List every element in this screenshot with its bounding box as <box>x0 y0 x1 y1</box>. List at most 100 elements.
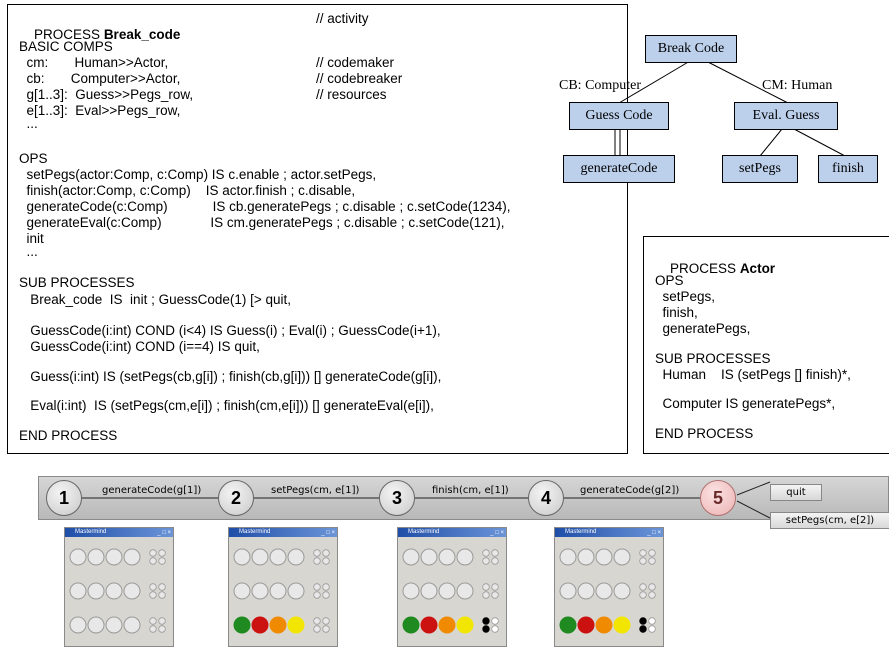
actor-end: END PROCESS <box>655 426 754 441</box>
peg-slot <box>613 616 631 634</box>
window-titlebar: Mastermind _ □ × <box>398 528 506 537</box>
feedback-peg <box>149 625 157 633</box>
state-circle-1[interactable]: 1 <box>46 480 82 516</box>
feedback-peg <box>491 557 499 565</box>
window-controls[interactable]: _ □ × <box>490 530 504 536</box>
feedback-peg <box>639 625 647 633</box>
option-setpegs-button[interactable]: setPegs(cm, e[2]) <box>770 512 889 529</box>
sub-line: GuessCode(i:int) COND (i==4) IS quit, <box>19 339 260 354</box>
peg-slot <box>69 548 87 566</box>
break-code-process-box: PROCESS Break_code // activity BASIC COM… <box>7 4 628 454</box>
state-circle-3[interactable]: 3 <box>379 480 415 516</box>
peg-slot <box>456 548 474 566</box>
feedback-peg <box>648 625 656 633</box>
option-quit-button[interactable]: quit <box>770 484 822 501</box>
feedback-peg <box>313 617 321 625</box>
peg-slot <box>233 582 251 600</box>
node-break-code: Break Code <box>645 35 737 63</box>
feedback-peg <box>322 617 330 625</box>
feedback-peg <box>491 549 499 557</box>
mastermind-board <box>69 548 166 634</box>
feedback-peg <box>648 617 656 625</box>
peg-slot <box>420 582 438 600</box>
state-circle-4[interactable]: 4 <box>528 480 564 516</box>
peg-slot <box>269 582 287 600</box>
actor-process-box: PROCESS Actor OPS setPegs, finish, gener… <box>643 236 889 454</box>
peg-slot <box>595 616 613 634</box>
feedback-peg <box>322 625 330 633</box>
actor-sub: Computer IS generatePegs*, <box>655 396 836 411</box>
feedback-peg <box>482 591 490 599</box>
peg-slot <box>456 616 474 634</box>
peg-slot <box>559 616 577 634</box>
sub-line: Guess(i:int) IS (setPegs(cb,g[i]) ; fini… <box>19 369 442 384</box>
peg-slot <box>105 548 123 566</box>
feedback-peg <box>313 591 321 599</box>
feedback-peg <box>648 549 656 557</box>
basic-comp-comment: // codebreaker <box>316 71 403 86</box>
mastermind-board <box>402 548 499 634</box>
feedback-peg <box>648 591 656 599</box>
op-line: generateEval(c:Comp) IS cm.generatePegs … <box>19 215 505 230</box>
mastermind-window: Mastermind_ □ × <box>228 527 338 647</box>
basic-comp-line: e[1..3]: Eval>>Pegs_row, <box>19 103 181 118</box>
peg-slot <box>69 616 87 634</box>
state-circle-2[interactable]: 2 <box>218 480 254 516</box>
peg-slot <box>251 616 269 634</box>
timeline-connectors <box>80 481 771 519</box>
sub-line: Break_code IS init ; GuessCode(1) [> qui… <box>19 292 292 307</box>
peg-slot <box>233 548 251 566</box>
peg-slot <box>402 582 420 600</box>
window-controls[interactable]: _ □ × <box>157 530 171 536</box>
feedback-peg <box>648 583 656 591</box>
window-title: Mastermind <box>408 529 440 535</box>
peg-slot <box>613 582 631 600</box>
window-title: Mastermind <box>565 529 597 535</box>
ellipsis: ... <box>19 244 38 259</box>
peg-slot <box>269 548 287 566</box>
feedback-peg <box>158 557 166 565</box>
peg-slot <box>251 548 269 566</box>
peg-slot <box>577 548 595 566</box>
feedback-peg <box>639 557 647 565</box>
feedback-peg <box>491 591 499 599</box>
window-titlebar: Mastermind_ □ × <box>229 528 337 537</box>
op-line: generateCode(c:Comp) IS cb.generatePegs … <box>19 199 511 214</box>
transition-label: generateCode(g[2]) <box>580 485 680 496</box>
node-set-pegs: setPegs <box>722 155 798 183</box>
node-eval-guess: Eval. Guess <box>734 102 838 130</box>
feedback-peg <box>313 557 321 565</box>
transition-label: generateCode(g[1]) <box>102 485 202 496</box>
feedback-peg <box>313 583 321 591</box>
sub-line: GuessCode(i:int) COND (i<4) IS Guess(i) … <box>19 323 441 338</box>
feedback-peg <box>313 625 321 633</box>
node-generate-code: generateCode <box>563 155 675 183</box>
mastermind-window: Mastermind _ □ × <box>397 527 507 647</box>
peg-slot <box>287 582 305 600</box>
feedback-peg <box>313 549 321 557</box>
feedback-peg <box>158 617 166 625</box>
peg-slot <box>595 582 613 600</box>
transition-label: setPegs(cm, e[1]) <box>271 485 360 496</box>
feedback-peg <box>491 617 499 625</box>
peg-slot <box>613 548 631 566</box>
peg-slot <box>251 582 269 600</box>
window-controls[interactable]: _ □ × <box>321 530 335 536</box>
feedback-peg <box>158 591 166 599</box>
feedback-peg <box>149 617 157 625</box>
feedback-peg <box>491 583 499 591</box>
node-guess-code: Guess Code <box>569 102 669 130</box>
feedback-peg <box>322 557 330 565</box>
feedback-peg <box>158 549 166 557</box>
feedback-peg <box>158 583 166 591</box>
feedback-peg <box>322 591 330 599</box>
window-titlebar: Mastermind_ □ × <box>65 528 173 537</box>
feedback-peg <box>149 591 157 599</box>
feedback-peg <box>639 591 647 599</box>
actor-sub-header: SUB PROCESSES <box>655 351 771 366</box>
state-circle-5[interactable]: 5 <box>700 480 736 516</box>
window-controls[interactable]: _ □ × <box>647 530 661 536</box>
edge-label-human: CM: Human <box>762 78 833 93</box>
peg-slot <box>87 616 105 634</box>
peg-slot <box>595 548 613 566</box>
